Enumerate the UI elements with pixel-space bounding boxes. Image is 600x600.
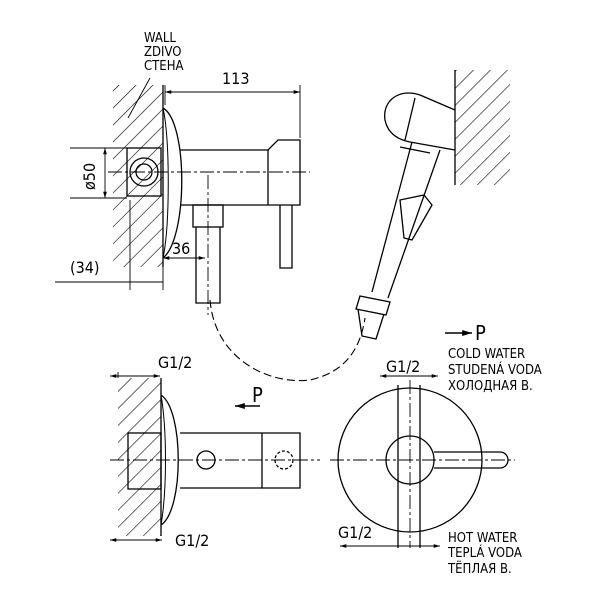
cold-water-marker: P [475, 321, 486, 345]
side-view [55, 77, 310, 315]
wall-label-ru: СТЕНА [144, 59, 184, 74]
mixer-body [180, 139, 301, 206]
rosette [162, 107, 183, 259]
thread-label-side-top: G1/2 [386, 357, 420, 376]
thread-label-top: G1/2 [158, 353, 192, 372]
cold-water-ru: ХОЛОДНАЯ В. [448, 379, 533, 394]
dim-diameter: ø50 [80, 163, 99, 190]
wall-hatch [113, 85, 163, 267]
thread-label-bottom: G1/2 [175, 531, 209, 550]
cold-water-cz: STUDENÁ VODA [448, 362, 542, 378]
hot-water-ru: ТЁПЛАЯ В. [447, 561, 512, 577]
hand-shower [355, 70, 510, 340]
dim-offset-36: 36 [172, 239, 190, 258]
dim-offset-34: (34) [70, 258, 100, 277]
hot-water-en: HOT WATER [448, 531, 517, 546]
section-view [110, 372, 320, 542]
wall-label-en: WALL [144, 31, 176, 46]
lever [279, 205, 293, 269]
pressure-marker: P [252, 383, 263, 407]
hot-water-cz: TEPLÁ VODA [447, 545, 522, 561]
thread-label-side-bottom: G1/2 [338, 523, 372, 542]
wall-label-cz: ZDIVO [144, 45, 181, 60]
dim-width-113: 113 [222, 69, 249, 88]
hose-curve [209, 299, 366, 382]
front-view [330, 330, 515, 548]
cold-water-en: COLD WATER [448, 347, 525, 362]
